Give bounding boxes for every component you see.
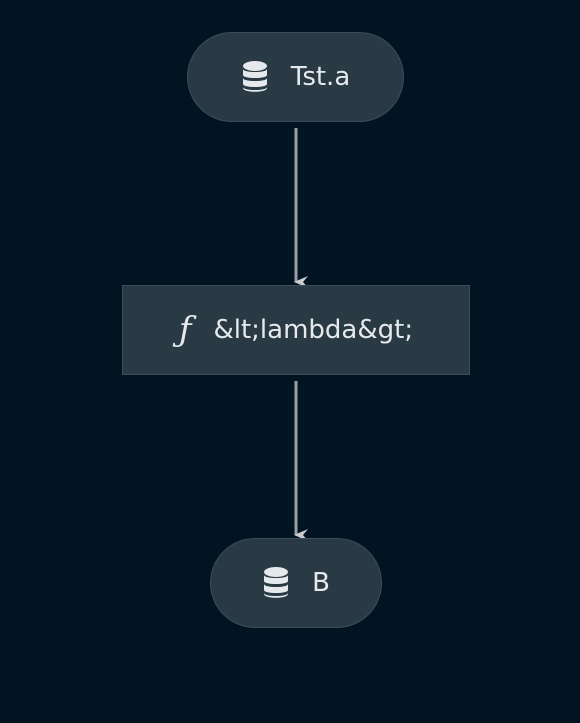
source-node-label: Tst.a (290, 62, 351, 92)
transform-node[interactable]: ƒ &lt;lambda&gt; (122, 285, 470, 375)
sink-node[interactable]: B (210, 538, 382, 628)
source-node[interactable]: Tst.a (187, 32, 404, 122)
sink-node-label: B (312, 568, 330, 598)
database-icon (241, 60, 269, 94)
function-icon: ƒ (178, 310, 192, 350)
database-icon (262, 566, 290, 600)
transform-node-label: &lt;lambda&gt; (213, 315, 414, 345)
